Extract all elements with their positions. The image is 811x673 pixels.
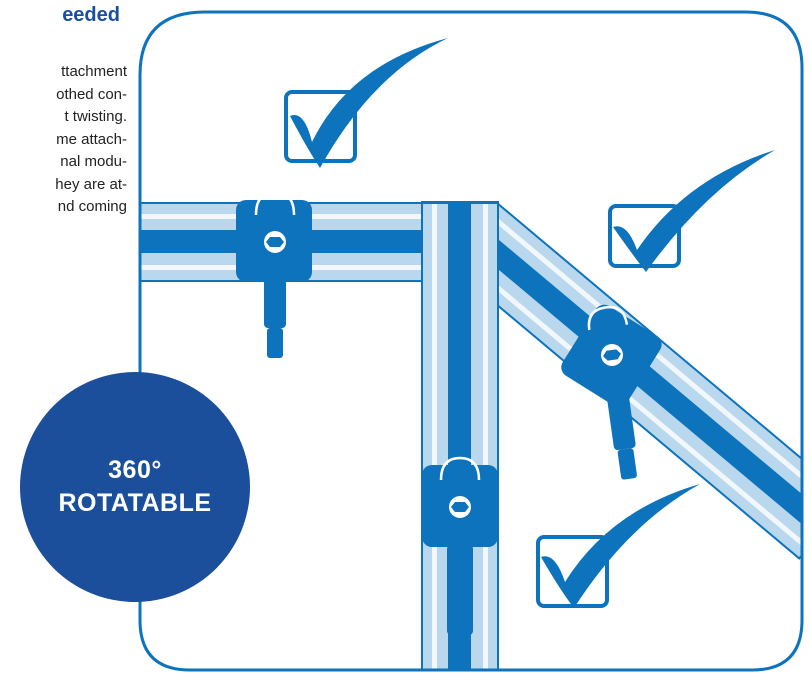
- paragraph-line: t twisting.: [64, 108, 127, 125]
- body-paragraph: ttachment othed con- t twisting. me atta…: [0, 61, 127, 219]
- hex-screw-icon: [266, 237, 284, 247]
- frame-border: [138, 10, 804, 672]
- section-heading: eeded: [62, 4, 120, 26]
- paragraph-line: nd coming: [57, 198, 127, 215]
- badge-line-2: ROTATABLE: [58, 489, 212, 517]
- hex-screw-icon: [603, 349, 621, 361]
- check-box-icon: [536, 484, 700, 608]
- paragraph-line: othed con-: [56, 85, 127, 103]
- check-box-icon: [608, 150, 775, 272]
- paragraph-line: me attach-: [56, 130, 127, 148]
- paragraph-line: ttachment: [61, 63, 127, 80]
- profile-rails: [140, 201, 802, 670]
- paragraph-line: hey are at-: [55, 175, 127, 193]
- connector-2: [561, 304, 662, 480]
- rotatable-badge: [20, 372, 250, 602]
- connector-3: [422, 456, 498, 635]
- check-box-icon: [284, 38, 448, 168]
- connector-1: [236, 190, 312, 358]
- badge-line-1: 360°: [108, 456, 162, 484]
- hex-screw-icon: [451, 502, 469, 512]
- paragraph-line: nal modu-: [60, 153, 127, 170]
- badge-label: 360° ROTATABLE: [20, 372, 250, 602]
